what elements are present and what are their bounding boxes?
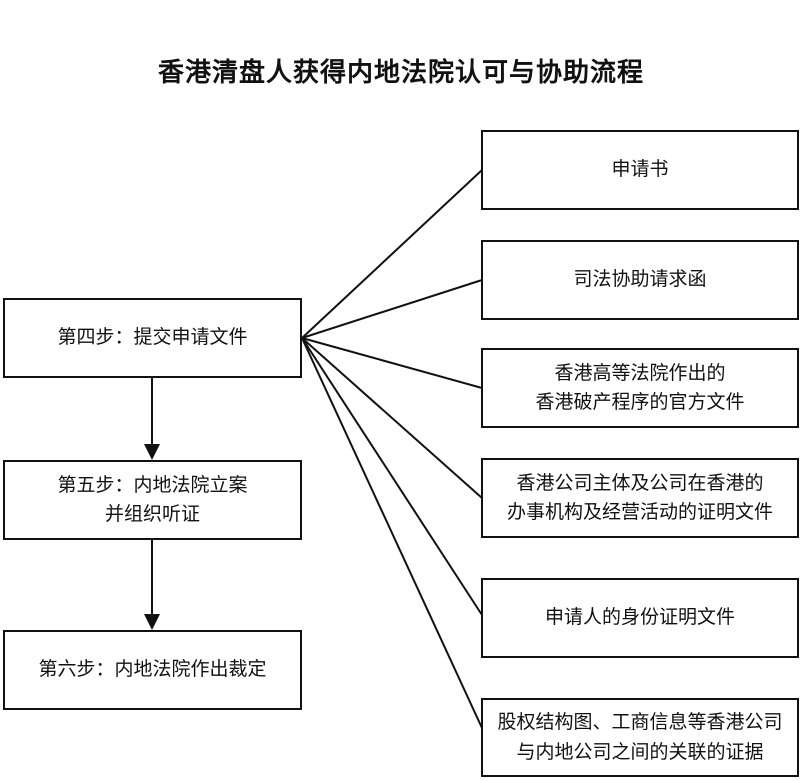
step-box-5: 第五步：内地法院立案 并组织听证 <box>3 460 302 540</box>
document-box-equity-structure-evidence: 股权结构图、工商信息等香港公司 与内地公司之间的关联的证据 <box>481 698 799 777</box>
fan-line-to-doc-5 <box>301 337 483 616</box>
document-box-application: 申请书 <box>481 130 799 210</box>
document-box-hk-court-official-docs: 香港高等法院作出的 香港破产程序的官方文件 <box>481 348 799 428</box>
document-label: 股权结构图、工商信息等香港公司 与内地公司之间的关联的证据 <box>497 711 783 763</box>
fan-line-to-doc-4 <box>301 337 483 499</box>
arrowhead-down-icon <box>144 614 160 630</box>
document-label: 申请书 <box>611 158 669 181</box>
document-label: 香港公司主体及公司在香港的 办事机构及经营活动的证明文件 <box>506 471 773 523</box>
document-label: 申请人的身份证明文件 <box>544 606 735 629</box>
diagram-title: 香港清盘人获得内地法院认可与协助流程 <box>157 58 644 88</box>
step-box-4: 第四步：提交申请文件 <box>3 298 302 378</box>
document-box-hk-company-proof: 香港公司主体及公司在香港的 办事机构及经营活动的证明文件 <box>481 458 799 538</box>
fan-line-to-doc-2 <box>301 279 483 339</box>
step-label: 第五步：内地法院立案 并组织听证 <box>57 473 248 525</box>
document-box-assistance-letter: 司法协助请求函 <box>481 240 799 320</box>
step-label: 第四步：提交申请文件 <box>57 326 248 349</box>
step-box-6: 第六步：内地法院作出裁定 <box>3 630 302 710</box>
document-box-applicant-identity: 申请人的身份证明文件 <box>481 578 799 658</box>
arrowhead-down-icon <box>144 444 160 460</box>
fan-line-to-doc-1 <box>301 169 483 339</box>
document-label: 司法协助请求函 <box>573 268 707 291</box>
fan-line-to-doc-6 <box>301 337 483 729</box>
document-label: 香港高等法院作出的 香港破产程序的官方文件 <box>535 361 745 413</box>
fan-line-to-doc-3 <box>301 337 483 389</box>
step-label: 第六步：内地法院作出裁定 <box>38 658 267 681</box>
